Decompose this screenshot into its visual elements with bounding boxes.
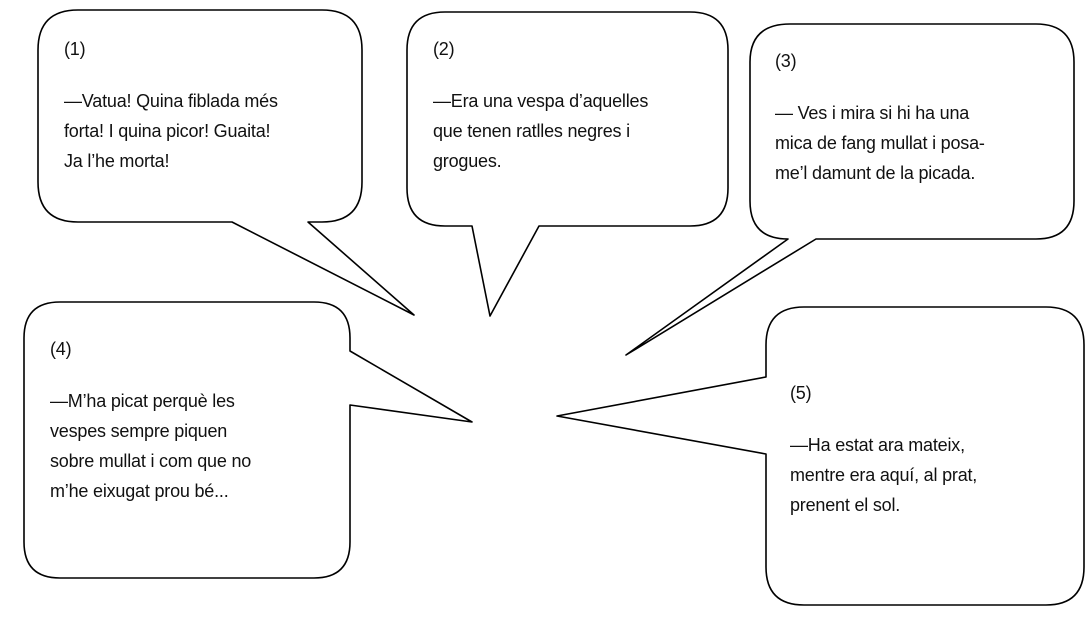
bubble-5-number: (5) — [790, 383, 812, 403]
bubble-3-line-2: mica de fang mullat i posa- — [775, 133, 985, 153]
speech-bubble-4 — [23, 301, 473, 579]
bubble-3-line-3: me’l damunt de la picada. — [775, 163, 976, 183]
speech-bubble-3 — [625, 23, 1075, 356]
bubble-1-line-1: —Vatua! Quina fiblada més — [64, 91, 278, 111]
bubble-2-line-1: —Era una vespa d’aquelles — [433, 91, 649, 111]
bubble-5-line-3: prenent el sol. — [790, 495, 901, 515]
speech-bubble-1 — [37, 9, 415, 316]
bubble-4-line-1: —M’ha picat perquè les — [50, 391, 235, 411]
bubble-4-line-4: m’he eixugat prou bé... — [50, 481, 229, 501]
bubble-2-line-3: grogues. — [433, 151, 502, 171]
bubble-1-line-2: forta! I quina picor! Guaita! — [64, 121, 271, 141]
bubble-1-line-3: Ja l’he morta! — [64, 151, 170, 171]
speech-bubble-5 — [556, 306, 1085, 606]
bubble-1-text: (1) —Vatua! Quina fiblada més forta! I q… — [64, 34, 354, 176]
bubble-4-line-3: sobre mullat i com que no — [50, 451, 252, 471]
bubble-4-number: (4) — [50, 339, 72, 359]
bubble-3-number: (3) — [775, 51, 797, 71]
bubble-4-text: (4) —M’ha picat perquè les vespes sempre… — [50, 334, 345, 506]
bubble-2-number: (2) — [433, 39, 455, 59]
bubble-2-line-2: que tenen ratlles negres i — [433, 121, 630, 141]
bubble-5-line-1: —Ha estat ara mateix, — [790, 435, 965, 455]
bubble-3-line-1: — Ves i mira si hi ha una — [775, 103, 970, 123]
bubble-5-text: (5) —Ha estat ara mateix, mentre era aqu… — [790, 378, 1080, 520]
bubble-1-number: (1) — [64, 39, 86, 59]
speech-bubble-2 — [406, 11, 729, 317]
bubble-4-line-2: vespes sempre piquen — [50, 421, 228, 441]
bubble-5-line-2: mentre era aquí, al prat, — [790, 465, 978, 485]
bubble-2-text: (2) —Era una vespa d’aquelles que tenen … — [433, 34, 723, 176]
bubble-3-text: (3) — Ves i mira si hi ha una mica de fa… — [775, 46, 1070, 188]
